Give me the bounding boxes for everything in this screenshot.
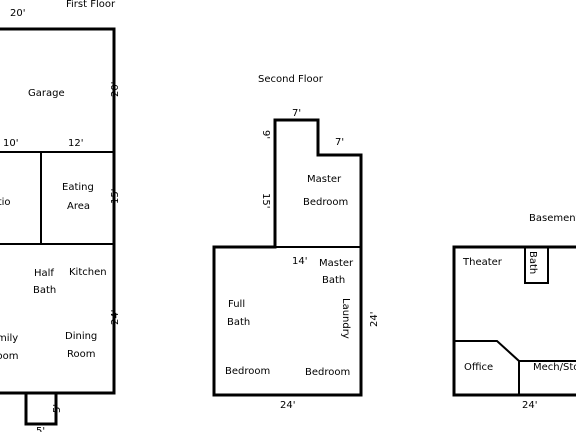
room-half-bath-line-2: Bath [33, 285, 56, 296]
left-depth-label: 15' [260, 193, 271, 208]
eating-width-label: 12' [68, 138, 83, 149]
room-half-bath-line-1: Half [34, 268, 54, 279]
room-kitchen: Kitchen [69, 267, 107, 278]
second-floor-plan: Second Floor Master Bedroom Master Bath … [212, 74, 380, 411]
lower-depth-label: 24' [110, 310, 121, 325]
room-patio: Patio [0, 197, 11, 208]
room-garage: Garage [28, 88, 65, 99]
patio-width-label: 10' [3, 138, 18, 149]
top-left-dim-label: 9' [260, 130, 271, 139]
inner-width-label: 14' [292, 256, 307, 267]
room-mech: Mech/Storage [533, 362, 576, 373]
room-bedroom-left: Bedroom [225, 366, 270, 377]
basement-outer-wall [452, 245, 576, 397]
basement-title: Basement [529, 213, 576, 224]
room-eating-line-1: Eating [62, 182, 94, 193]
bottom-width-label: 24' [280, 400, 295, 411]
room-eating-line-2: Area [67, 201, 90, 212]
top-width-label: 7' [292, 108, 301, 119]
bath-wall [524, 246, 549, 284]
right-depth-label: 24' [369, 312, 380, 327]
room-bedroom-right: Bedroom [305, 367, 350, 378]
room-theater: Theater [462, 257, 503, 268]
room-master-line-1: Master [307, 174, 342, 185]
room-family-line-1: Family [0, 333, 18, 344]
second-floor-title: Second Floor [258, 74, 324, 85]
room-master-bath-line-1: Master [319, 258, 354, 269]
middle-depth-label: 15' [110, 189, 121, 204]
front-stoop [24, 391, 58, 426]
room-family-line-2: Room [0, 351, 18, 362]
room-full-bath-line-1: Full [228, 299, 245, 310]
garage-depth-label: 20' [110, 82, 121, 97]
room-office: Office [464, 362, 493, 373]
step-width-label: 7' [335, 137, 344, 148]
room-dining-line-1: Dining [65, 331, 97, 342]
room-laundry: Laundry [340, 298, 351, 339]
first-floor-top-width-label: 20' [10, 8, 25, 19]
room-master-bath-line-2: Bath [322, 275, 345, 286]
room-master-line-2: Bedroom [303, 197, 348, 208]
office-wall [453, 340, 520, 396]
basement-bottom-width-label: 24' [522, 400, 537, 411]
basement-plan: Basement Theater Bath Office Mech/Storag… [452, 213, 576, 411]
first-floor-title: First Floor [66, 0, 116, 10]
room-bath: Bath [527, 251, 538, 274]
room-full-bath-line-2: Bath [227, 317, 250, 328]
first-floor-plan: First Floor 20' Garage Patio Eating Area… [0, 0, 121, 432]
stoop-depth-label: 5' [52, 404, 63, 413]
stoop-width-label: 5' [36, 426, 45, 432]
room-dining-line-2: Room [67, 349, 95, 360]
